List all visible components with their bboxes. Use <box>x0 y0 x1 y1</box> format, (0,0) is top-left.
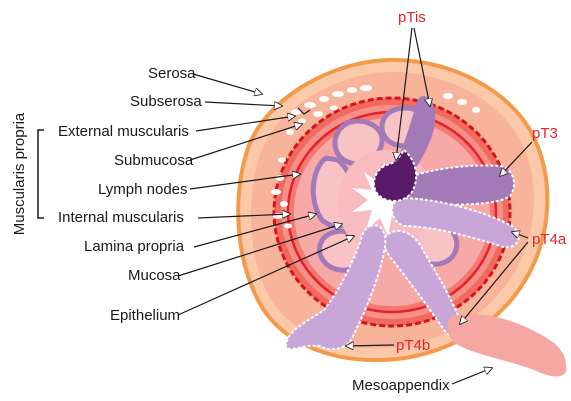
label-mesoappendix: Mesoappendix <box>352 377 450 394</box>
label-external-muscularis: External muscularis <box>58 123 189 140</box>
arrow-subserosa <box>205 102 282 106</box>
label-ptis: pTis <box>398 9 426 26</box>
muscularis-propria-bracket: Muscularis propria <box>11 112 44 235</box>
label-submucosa: Submucosa <box>114 152 194 169</box>
label-mucosa: Mucosa <box>128 267 181 284</box>
label-pt3: pT3 <box>532 125 558 142</box>
arrow-serosa <box>193 74 262 94</box>
label-internal-muscularis: Internal muscularis <box>58 209 184 226</box>
mesoappendix <box>447 314 566 376</box>
label-lymph-nodes: Lymph nodes <box>98 181 188 198</box>
label-serosa: Serosa <box>148 65 196 82</box>
label-pt4b: pT4b <box>396 337 430 354</box>
label-epithelium: Epithelium <box>110 307 180 324</box>
label-lamina-propria: Lamina propria <box>84 238 185 255</box>
arrow-mesoappendix <box>452 368 492 384</box>
label-muscularis-propria: Muscularis propria <box>11 112 28 235</box>
label-subserosa: Subserosa <box>130 93 202 110</box>
left-label-group: Serosa Subserosa External muscularis Sub… <box>58 65 202 324</box>
label-pt4a: pT4a <box>532 231 567 248</box>
